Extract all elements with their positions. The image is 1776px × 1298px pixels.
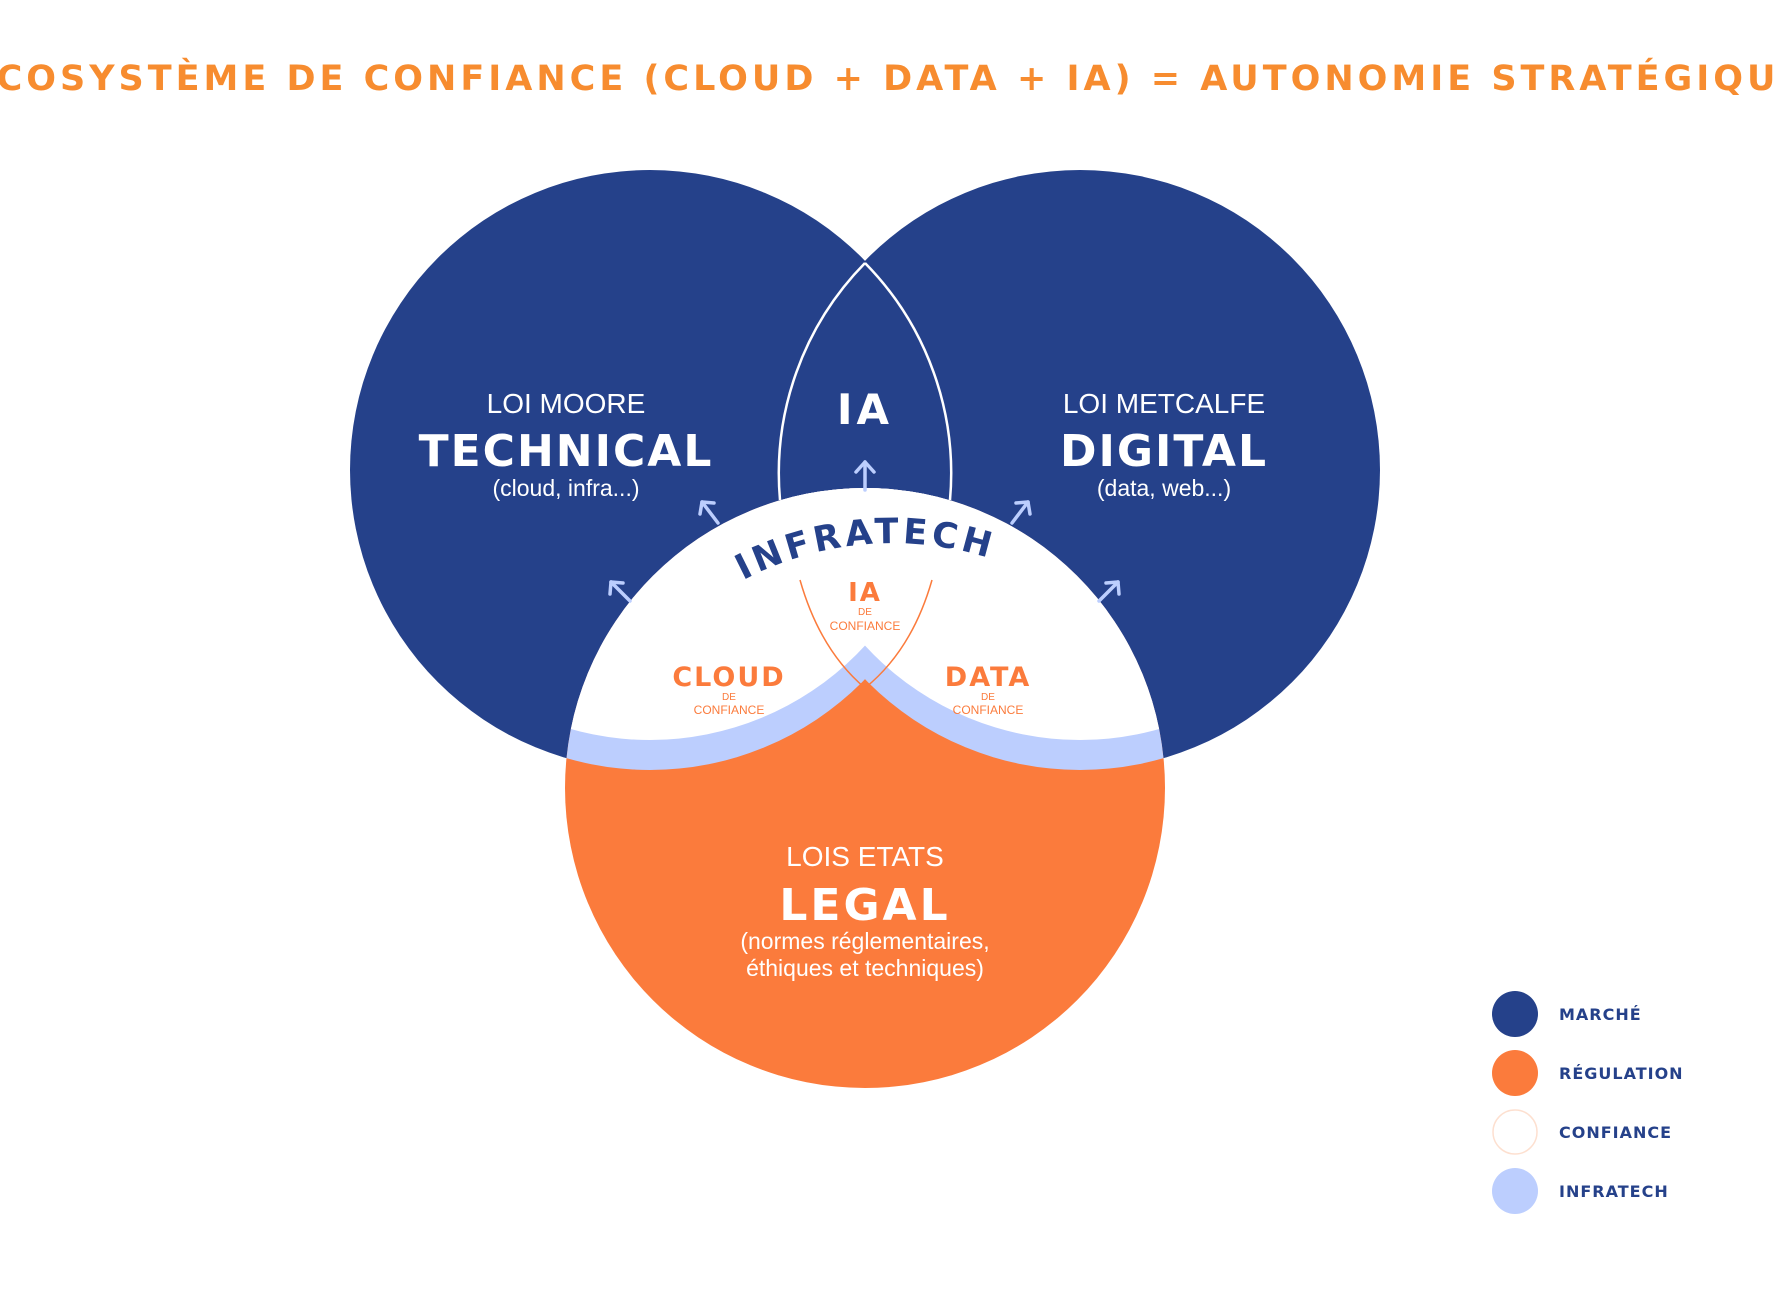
arrows <box>608 460 1121 603</box>
legend-label-marche: MARCHÉ <box>1559 1005 1642 1024</box>
ia-trust-sub2: CONFIANCE <box>830 619 901 633</box>
venn-diagram: LOI MOORE TECHNICAL (cloud, infra...) LO… <box>350 170 1380 1088</box>
ia-trust-sub1: DE <box>858 607 872 618</box>
legend-label-infratech: INFRATECH <box>1559 1182 1669 1201</box>
data-trust-label: DATA <box>945 662 1031 693</box>
digital-law: LOI METCALFE <box>1063 388 1265 419</box>
light-blue-dot-icon <box>1492 1168 1538 1214</box>
digital-label: DIGITAL <box>1060 426 1268 477</box>
legend-item-regulation: RÉGULATION <box>1492 1050 1684 1096</box>
legend-label-confiance: CONFIANCE <box>1559 1123 1672 1142</box>
technical-label: TECHNICAL <box>419 426 714 477</box>
ia-trust-label: IA <box>848 578 882 608</box>
arrow-upright-icon <box>1097 580 1121 603</box>
trust-zone-left <box>565 488 942 740</box>
legal-label: LEGAL <box>779 880 950 931</box>
cloud-trust-sub1: DE <box>722 692 736 703</box>
dark-blue-dot-icon <box>1492 991 1538 1037</box>
digital-detail: (data, web...) <box>1097 475 1231 501</box>
trust-zone-right <box>788 488 1165 740</box>
arrow-upleft-icon <box>698 500 720 525</box>
trust-lens-outline <box>799 579 933 689</box>
legend-item-infratech: INFRATECH <box>1492 1168 1669 1214</box>
legal-detail-line1: (normes réglementaires, <box>740 928 989 954</box>
diagram-title: ÉCOSYSTÈME DE CONFIANCE (CLOUD + DATA + … <box>0 57 1776 99</box>
arrow-upright-icon <box>1010 500 1032 525</box>
white-dot-icon <box>1492 1109 1538 1155</box>
cloud-trust-label: CLOUD <box>672 662 785 693</box>
legend-label-regulation: RÉGULATION <box>1559 1064 1684 1083</box>
arrow-up-icon <box>854 460 876 492</box>
legend-item-confiance: CONFIANCE <box>1492 1109 1672 1155</box>
ia-label: IA <box>837 385 893 434</box>
arrow-upleft-icon <box>608 580 632 603</box>
technical-detail: (cloud, infra...) <box>493 475 640 501</box>
legend: MARCHÉ RÉGULATION CONFIANCE INFRATECH <box>1492 991 1684 1214</box>
technical-law: LOI MOORE <box>487 388 646 419</box>
legal-detail-line2: éthiques et techniques) <box>746 955 984 981</box>
cloud-trust-sub2: CONFIANCE <box>694 703 765 717</box>
legend-item-marche: MARCHÉ <box>1492 991 1642 1037</box>
data-trust-sub1: DE <box>981 692 995 703</box>
legal-law: LOIS ETATS <box>786 841 944 872</box>
data-trust-sub2: CONFIANCE <box>953 703 1024 717</box>
ia-lens-outline <box>777 262 953 501</box>
orange-dot-icon <box>1492 1050 1538 1096</box>
